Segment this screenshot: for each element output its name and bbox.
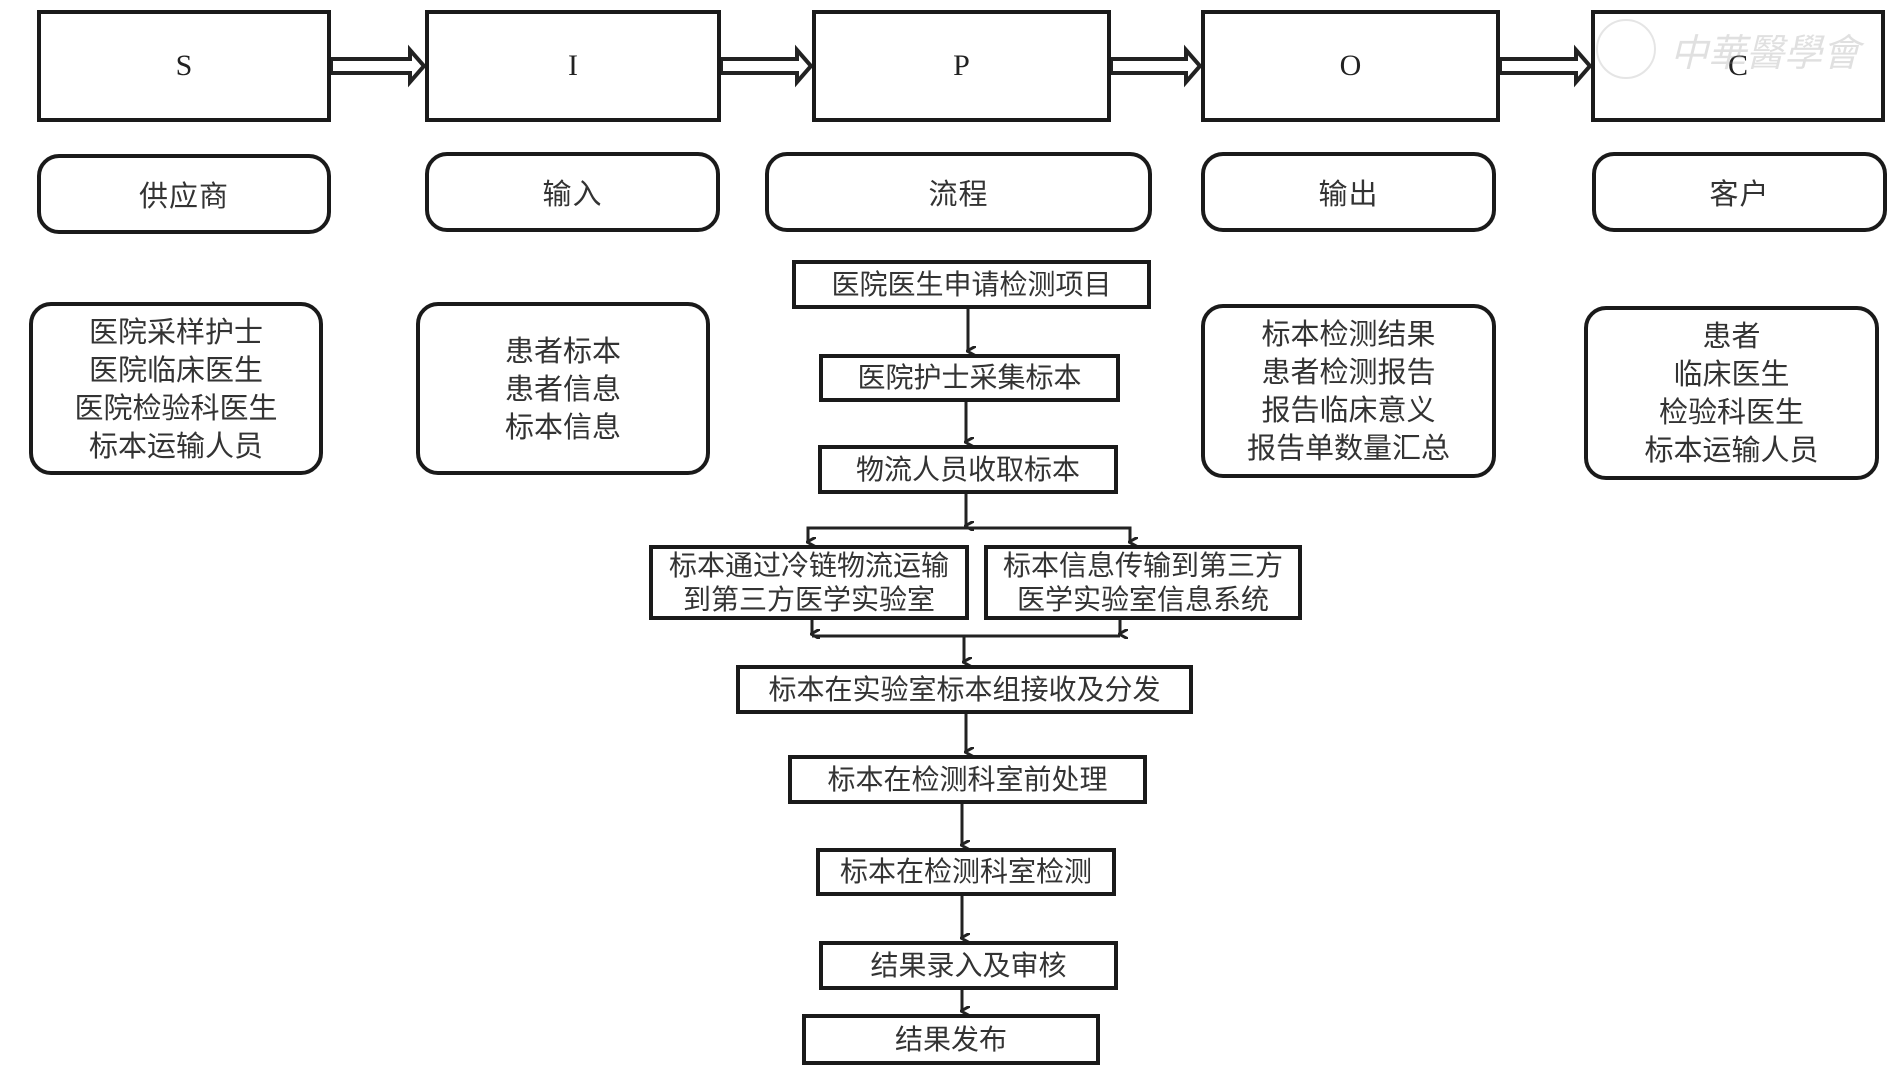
details-customer: 患者 临床医生 检验科医生 标本运输人员 [1584,306,1879,480]
process-step-test: 标本在检测科室检测 [816,848,1116,896]
flow-split-line [806,526,1132,542]
sipoc-letter: S [175,49,193,82]
label-text: 供应商 [138,179,229,213]
sipoc-letter: C [1727,49,1748,82]
detail-line: 标本运输人员 [1644,433,1819,467]
process-step-publish: 结果发布 [802,1014,1100,1065]
label-input: 输入 [425,152,720,232]
process-step-receive: 标本在实验室标本组接收及分发 [736,665,1193,714]
detail-line: 患者信息 [504,371,621,406]
process-step-preprocess: 标本在检测科室前处理 [788,755,1147,804]
process-step-collect: 医院护士采集标本 [819,354,1120,402]
arrow-o-to-c [1498,44,1593,88]
detail-line: 患者标本 [504,333,621,368]
detail-line: 医院临床医生 [88,352,263,387]
process-step-cold-chain: 标本通过冷链物流运输 到第三方医学实验室 [649,545,969,620]
sipoc-box-o: O [1201,10,1500,122]
step-text: 到第三方医学实验室 [682,582,935,616]
sipoc-box-p: P [812,10,1111,122]
details-output: 标本检测结果 患者检测报告 报告临床意义 报告单数量汇总 [1201,304,1496,478]
step-text: 结果发布 [894,1022,1007,1056]
step-text: 医学实验室信息系统 [1016,582,1269,616]
step-text: 物流人员收取标本 [855,452,1080,486]
step-text: 标本在检测科室检测 [839,855,1092,888]
process-step-info-transfer: 标本信息传输到第三方 医学实验室信息系统 [984,545,1302,620]
step-text: 医院医生申请检测项目 [831,267,1112,301]
arrow-s-to-i [329,44,427,88]
sipoc-box-i: I [425,10,721,122]
label-output: 输出 [1201,152,1496,232]
sipoc-letter: I [568,49,578,82]
detail-line: 标本信息 [504,409,621,444]
detail-line: 临床医生 [1673,357,1790,391]
detail-line: 检验科医生 [1658,395,1804,429]
step-text: 医院护士采集标本 [857,361,1082,394]
step-text: 标本通过冷链物流运输 [668,548,949,582]
process-step-pickup: 物流人员收取标本 [818,445,1118,494]
process-step-request: 医院医生申请检测项目 [792,260,1151,309]
label-supplier: 供应商 [37,154,331,234]
details-input: 患者标本 患者信息 标本信息 [416,302,710,475]
arrow-p-to-o [1109,44,1203,88]
detail-line: 医院采样护士 [88,314,263,349]
arrow-i-to-p [719,44,814,88]
step-text: 结果录入及审核 [870,948,1067,982]
label-text: 输出 [1318,177,1379,211]
detail-line: 报告单数量汇总 [1246,431,1450,465]
step-text: 标本信息传输到第三方 [1002,548,1283,582]
step-text: 标本在实验室标本组接收及分发 [768,672,1161,706]
detail-line: 患者 [1702,319,1761,353]
process-step-review: 结果录入及审核 [819,941,1118,990]
sipoc-box-s: S [37,10,331,122]
detail-line: 报告临床意义 [1261,393,1436,427]
label-process: 流程 [765,152,1152,232]
label-text: 流程 [928,177,989,211]
sipoc-letter: O [1339,49,1362,82]
sipoc-box-c: C [1591,10,1885,122]
label-text: 输入 [542,177,603,211]
detail-line: 标本检测结果 [1261,317,1436,351]
detail-line: 医院检验科医生 [74,390,278,425]
details-supplier: 医院采样护士 医院临床医生 医院检验科医生 标本运输人员 [29,302,323,475]
step-text: 标本在检测科室前处理 [827,762,1108,796]
label-text: 客户 [1709,177,1770,211]
detail-line: 标本运输人员 [88,428,263,463]
detail-line: 患者检测报告 [1261,355,1436,389]
sipoc-letter: P [953,49,970,82]
label-customer: 客户 [1592,152,1887,232]
